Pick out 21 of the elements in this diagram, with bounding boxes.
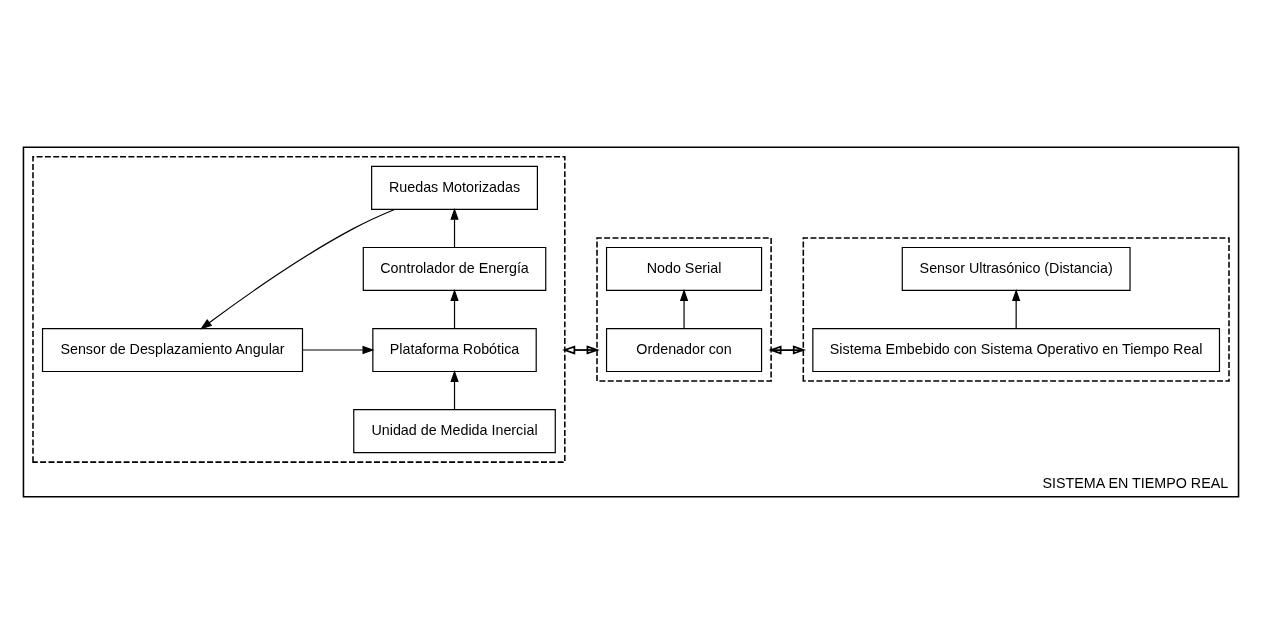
node-box: Sensor Ultrasónico (Distancia) bbox=[901, 246, 1131, 291]
node-box: Nodo Serial bbox=[605, 246, 763, 291]
arrow bbox=[1012, 289, 1021, 330]
arrow bbox=[450, 207, 459, 248]
node-box: Ordenador con bbox=[605, 327, 763, 373]
node-box: Unidad de Medida Inercial bbox=[353, 409, 556, 454]
node-box: Ruedas Motorizadas bbox=[371, 165, 538, 210]
cluster bbox=[596, 237, 772, 382]
arrow bbox=[562, 345, 600, 355]
arrow bbox=[679, 289, 689, 330]
arrow bbox=[200, 208, 396, 330]
node-box: Sistema Embebido con Sistema Operativo en Tiempo Real bbox=[812, 327, 1221, 373]
cluster bbox=[802, 237, 1230, 382]
cluster bbox=[32, 156, 566, 463]
arrow bbox=[450, 289, 459, 330]
arrow bbox=[450, 370, 459, 411]
arrow bbox=[302, 345, 375, 355]
arrow bbox=[768, 345, 806, 355]
node-box: Controlador de Energía bbox=[362, 246, 547, 291]
node-box: Plataforma Robótica bbox=[372, 327, 537, 373]
node-box: Sensor de Desplazamiento Angular bbox=[41, 327, 304, 373]
